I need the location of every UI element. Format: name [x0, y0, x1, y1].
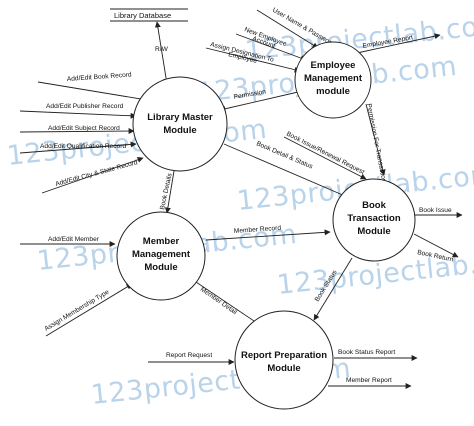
- flow-label-book-details: Book Details: [159, 172, 174, 210]
- flow-user-name-password: [256, 9, 319, 49]
- process-label-line2: Management: [304, 73, 363, 84]
- flow-label-publisher-record: Add/Edit Publisher Record: [46, 103, 124, 110]
- process-label-line1: Book: [362, 200, 386, 211]
- flow-new-employee-account: [235, 33, 307, 61]
- process-label-line2: Management: [132, 249, 191, 260]
- flow-book-return: [413, 233, 459, 258]
- flow-label-book-status-report: Book Status Report: [338, 349, 395, 356]
- process-circle: [234, 310, 334, 410]
- process-circle: [116, 211, 206, 301]
- library-database-store: Library Database: [110, 8, 188, 22]
- flow-label-member-detail: Member Detail: [199, 286, 239, 317]
- flow-permission-for-transaction: [365, 103, 386, 176]
- process-label-line2: Transaction: [347, 213, 401, 224]
- process-circle: [132, 76, 228, 172]
- process-label-line3: Module: [144, 262, 177, 273]
- process-circle: [294, 41, 372, 119]
- flow-label-book-record: Add/Edit Book Record: [67, 71, 133, 83]
- process-circle: [332, 178, 416, 262]
- process-label-line2: Module: [267, 363, 300, 374]
- flow-label-report-request: Report Request: [166, 352, 212, 359]
- process-member-management: Member Management Module: [116, 211, 206, 301]
- flow-book-status: [313, 257, 353, 321]
- process-label-line1: Employee: [311, 60, 356, 71]
- flow-label-assign-membership-type: Assign Membership Type: [43, 288, 110, 332]
- process-book-transaction: Book Transaction Module: [332, 178, 416, 262]
- process-employee-management: Employee Management module: [294, 41, 372, 119]
- flow-city-state-record: [41, 156, 144, 194]
- flow-member-detail: [189, 277, 261, 326]
- process-label-line1: Member: [143, 236, 180, 247]
- process-label-line3: Module: [357, 226, 390, 237]
- flow-publisher-record: [19, 110, 137, 119]
- flow-rw: [154, 21, 170, 85]
- flow-label-rw: R/W: [155, 46, 169, 53]
- process-library-master: Library Master Module: [132, 76, 228, 172]
- flow-assign-designation: [205, 47, 301, 73]
- flow-book-record: [37, 81, 154, 104]
- flow-label-book-issue: Book Issue: [419, 207, 452, 214]
- flow-subject-record: [19, 128, 135, 135]
- process-label-line3: module: [316, 86, 350, 97]
- flow-book-details: [164, 170, 175, 214]
- flow-label-qualification-record: Add/Edit Qualification Record: [40, 143, 126, 150]
- flow-employee-report: [356, 33, 441, 54]
- process-report-preparation: Report Preparation Module: [234, 310, 334, 410]
- flow-member-record: [205, 229, 331, 241]
- flow-book-detail-status: [223, 143, 353, 200]
- flow-label-add-edit-member: Add/Edit Member: [48, 236, 100, 243]
- flow-label-member-report: Member Report: [346, 377, 392, 384]
- process-label-line1: Report Preparation: [241, 350, 327, 361]
- flow-label-book-issue-renewal-request: Book Issue/Renewal Request: [285, 131, 365, 177]
- flow-book-issue-renewal-request: [283, 136, 367, 180]
- process-label-line2: Module: [163, 125, 196, 136]
- flow-label-member-record: Member Record: [234, 225, 282, 235]
- process-label-line1: Library Master: [147, 112, 213, 123]
- flow-permission: [219, 91, 299, 112]
- flow-qualification-record: [19, 141, 137, 154]
- datastore-label: Library Database: [114, 11, 171, 20]
- flow-label-subject-record: Add/Edit Subject Record: [48, 125, 120, 132]
- flow-assign-membership-type: [45, 283, 133, 337]
